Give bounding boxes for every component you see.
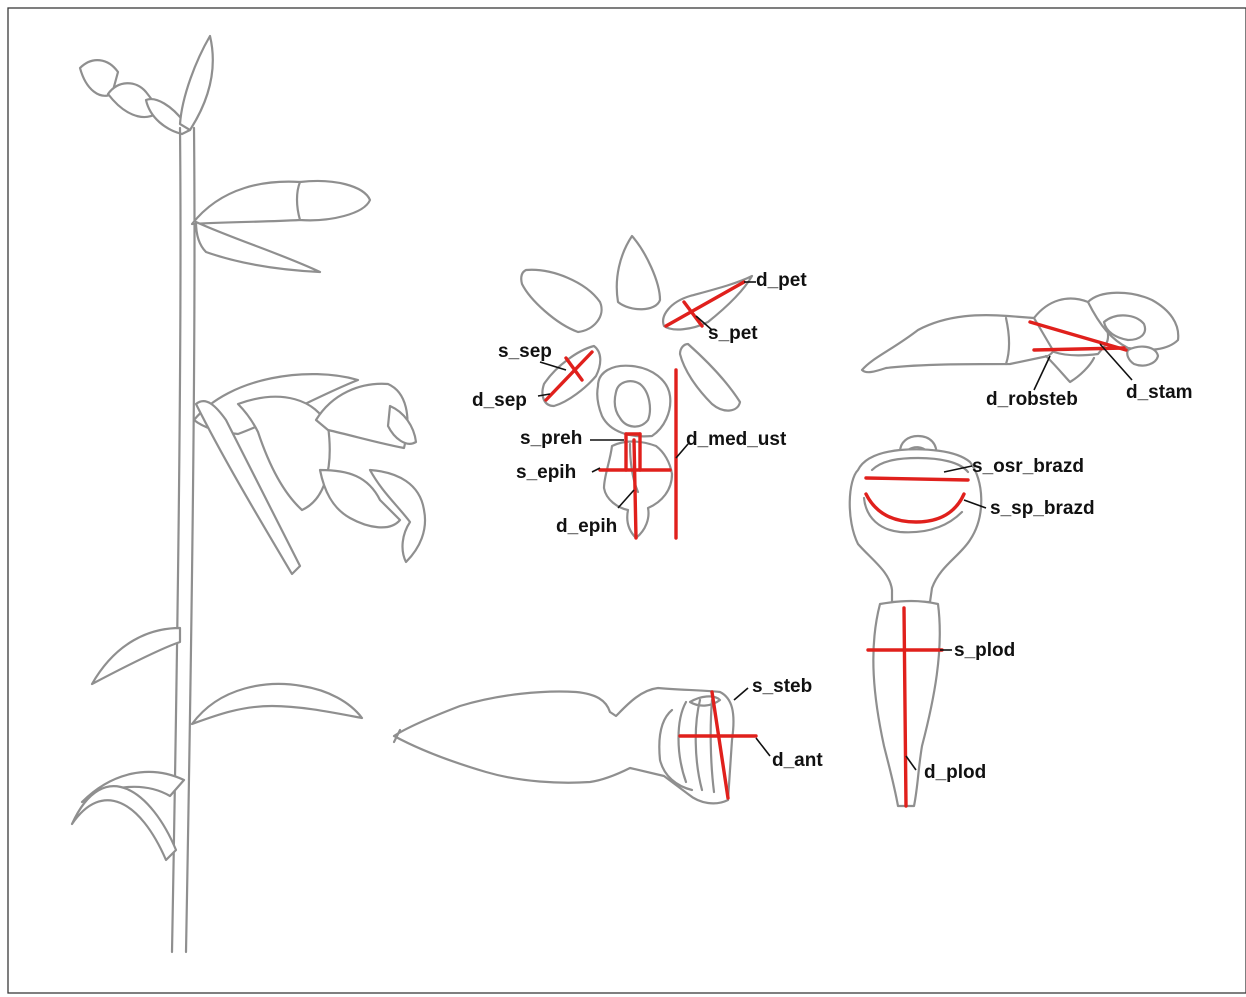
- column-front-view-drawing: [850, 436, 982, 806]
- dorsal-sepal: [617, 236, 660, 309]
- measure-s-osr-brazd: [866, 478, 968, 480]
- plant-stem-drawing: [72, 36, 425, 952]
- label-s-sp-brazd: s_sp_brazd: [990, 498, 1095, 519]
- measure-d-epih: [634, 440, 636, 538]
- petal-left: [521, 270, 601, 332]
- label-d-med-ust: d_med_ust: [686, 429, 787, 450]
- label-d-sep: d_sep: [472, 390, 527, 411]
- column-side-view-drawing: [862, 293, 1178, 382]
- measure-d-plod: [904, 608, 906, 806]
- label-s-epih: s_epih: [516, 462, 576, 483]
- label-d-epih: d_epih: [556, 516, 617, 537]
- label-s-plod: s_plod: [954, 640, 1015, 661]
- flower-side-view-drawing: [394, 688, 734, 803]
- measure-d-robsteb: [1034, 348, 1124, 350]
- label-d-plod: d_plod: [924, 762, 986, 783]
- label-d-pet: d_pet: [756, 270, 807, 291]
- label-d-robsteb: d_robsteb: [986, 389, 1078, 410]
- label-d-stam: d_stam: [1126, 382, 1193, 403]
- label-s-sep: s_sep: [498, 341, 552, 362]
- label-s-osr-brazd: s_osr_brazd: [972, 456, 1084, 477]
- label-s-preh: s_preh: [520, 428, 582, 449]
- label-s-pet: s_pet: [708, 323, 758, 344]
- column-head: [850, 449, 982, 602]
- label-d-ant: d_ant: [772, 750, 823, 771]
- lateral-sepal-right: [680, 344, 740, 411]
- label-s-steb: s_steb: [752, 676, 812, 697]
